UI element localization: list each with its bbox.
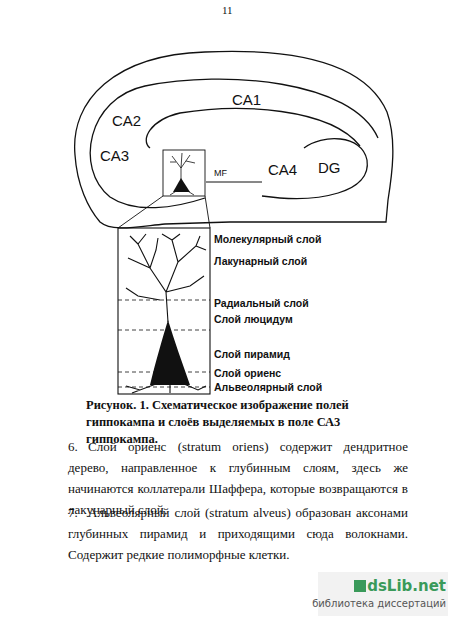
basal-dendrites	[126, 384, 206, 393]
layer-label: Молекулярный слой	[214, 233, 321, 246]
layer-label: Слой ориенс	[214, 367, 281, 380]
layer-label: Лакунарный слой	[214, 255, 307, 268]
watermark: библиотека диссертаций	[312, 598, 446, 610]
mossy-fibre-line	[206, 182, 262, 183]
hippocampus-outline	[75, 51, 393, 228]
body-paragraph: Альвеолярный слой (stratum alveus) образ…	[68, 502, 408, 565]
zoom-line	[118, 196, 210, 228]
field-label: CA4	[268, 161, 297, 179]
list-number: 7.	[68, 502, 78, 523]
apical-dendrites	[126, 234, 206, 322]
field-label: CA3	[100, 147, 129, 165]
layer-label: Слой люцидум	[214, 313, 293, 326]
ca-band-line	[90, 79, 378, 208]
enlarged-frame	[118, 228, 210, 394]
layer-label: Радиальный слой	[214, 297, 309, 310]
layer-label: Слой пирамид	[214, 348, 290, 361]
watermark-ground	[318, 572, 448, 616]
list-number: 6.	[68, 436, 78, 457]
layer-boundary	[118, 300, 210, 387]
fibre-label: MF	[214, 168, 227, 179]
page-number: 11	[222, 4, 233, 17]
field-label: DG	[318, 159, 341, 177]
layer-label: Альвеолярный слой	[214, 381, 322, 394]
field-label: CA2	[112, 112, 141, 130]
dentate-gyrus-curve	[262, 139, 367, 199]
figure-caption: Рисунок. 1. Схематическое изображение по…	[86, 397, 410, 448]
watermark-logo	[354, 580, 366, 592]
field-label: CA1	[232, 91, 261, 109]
ca-band-line	[146, 109, 360, 148]
zoom-window	[163, 150, 205, 196]
small-dendrites	[170, 153, 195, 195]
small-soma	[173, 178, 190, 192]
pyramidal-soma	[150, 320, 190, 385]
watermark: dsLib.net	[367, 577, 446, 595]
